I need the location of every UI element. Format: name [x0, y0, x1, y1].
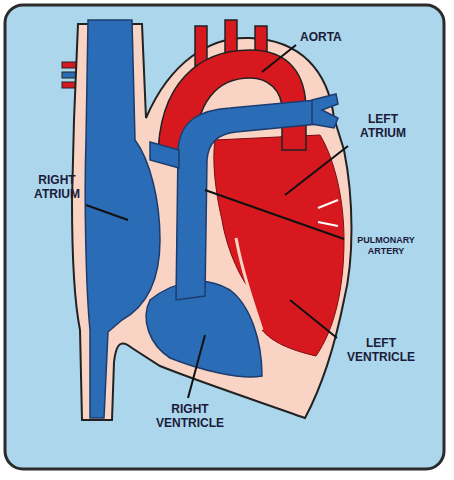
part-label: LEFT ATRIUM: [352, 112, 414, 141]
frame: [5, 5, 444, 469]
pulmonary-veins: [318, 200, 338, 226]
part-label: LEFT VENTRICLE: [340, 336, 422, 365]
pulmonary-branch: [312, 94, 338, 128]
right-atrium-shape: [85, 20, 160, 418]
pulmonary-trunk: [176, 100, 318, 300]
part-label: RIGHT VENTRICLE: [145, 402, 235, 431]
part-label: PULMONARY ARTERY: [348, 235, 424, 257]
part-label: AORTA: [300, 30, 370, 44]
leader-lines: [86, 45, 348, 398]
pulmonary-branch: [150, 142, 179, 168]
part-label: RIGHT ATRIUM: [22, 173, 92, 202]
septum-line: [236, 238, 262, 330]
